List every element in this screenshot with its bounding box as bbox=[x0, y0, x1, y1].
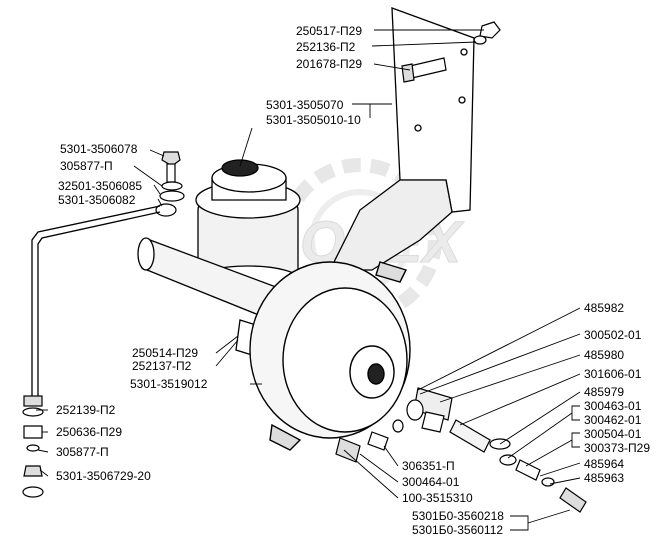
nut-250517 bbox=[473, 21, 501, 45]
label-5301-3506082: 5301-3506082 bbox=[58, 193, 136, 207]
label-300463-01: 300463-01 bbox=[584, 399, 642, 413]
bolt-201678 bbox=[401, 57, 447, 83]
label-201678-p29: 201678-П29 bbox=[296, 57, 363, 71]
brake-pipe bbox=[31, 205, 161, 398]
label-5301-3505070: 5301-3505070 bbox=[266, 98, 344, 112]
label-485963: 485963 bbox=[584, 471, 625, 485]
label-5301-3506729-20: 5301-3506729-20 bbox=[56, 469, 151, 483]
banjo-bolt-stack bbox=[155, 151, 185, 217]
leader-lines bbox=[36, 29, 581, 531]
label-250514-p29: 250514-П29 bbox=[132, 346, 199, 360]
vacuum-booster bbox=[249, 261, 411, 451]
label-485979: 485979 bbox=[584, 385, 625, 399]
label-5301-3505010-10: 5301-3505010-10 bbox=[266, 113, 361, 127]
label-485964: 485964 bbox=[584, 457, 625, 471]
pipe-end-fittings bbox=[22, 395, 44, 498]
sensor-parts bbox=[335, 419, 404, 463]
label-306351-p: 306351-П bbox=[402, 459, 455, 473]
label-250636-p29: 250636-П29 bbox=[56, 425, 123, 439]
label-300373-p29: 300373-П29 bbox=[584, 441, 651, 455]
label-301606-01: 301606-01 bbox=[584, 367, 642, 381]
label-5301-3519012: 5301-3519012 bbox=[130, 377, 208, 391]
label-485982: 485982 bbox=[584, 301, 625, 315]
label-252136-p2: 252136-П2 bbox=[296, 40, 356, 54]
label-250517-p29: 250517-П29 bbox=[296, 24, 363, 38]
label-100-3515310: 100-3515310 bbox=[402, 491, 473, 505]
label-252139-p2: 252139-П2 bbox=[56, 403, 116, 417]
label-305877-p-top: 305877-П bbox=[60, 159, 113, 173]
label-5301b0-3560112: 5301Б0-3560112 bbox=[412, 523, 504, 537]
label-305877-p-bottom: 305877-П bbox=[56, 445, 109, 459]
label-300462-01: 300462-01 bbox=[584, 413, 642, 427]
label-5301b0-3560218: 5301Б0-3560218 bbox=[412, 509, 504, 523]
label-485980: 485980 bbox=[584, 348, 625, 362]
label-5301-3506078: 5301-3506078 bbox=[60, 142, 138, 156]
label-300464-01: 300464-01 bbox=[402, 475, 460, 489]
label-32501-3506085: 32501-3506085 bbox=[58, 179, 143, 193]
label-252137-p2: 252137-П2 bbox=[132, 359, 192, 373]
label-300504-01: 300504-01 bbox=[584, 427, 642, 441]
label-300502-01: 300502-01 bbox=[584, 328, 642, 342]
tee-fitting bbox=[406, 387, 587, 513]
